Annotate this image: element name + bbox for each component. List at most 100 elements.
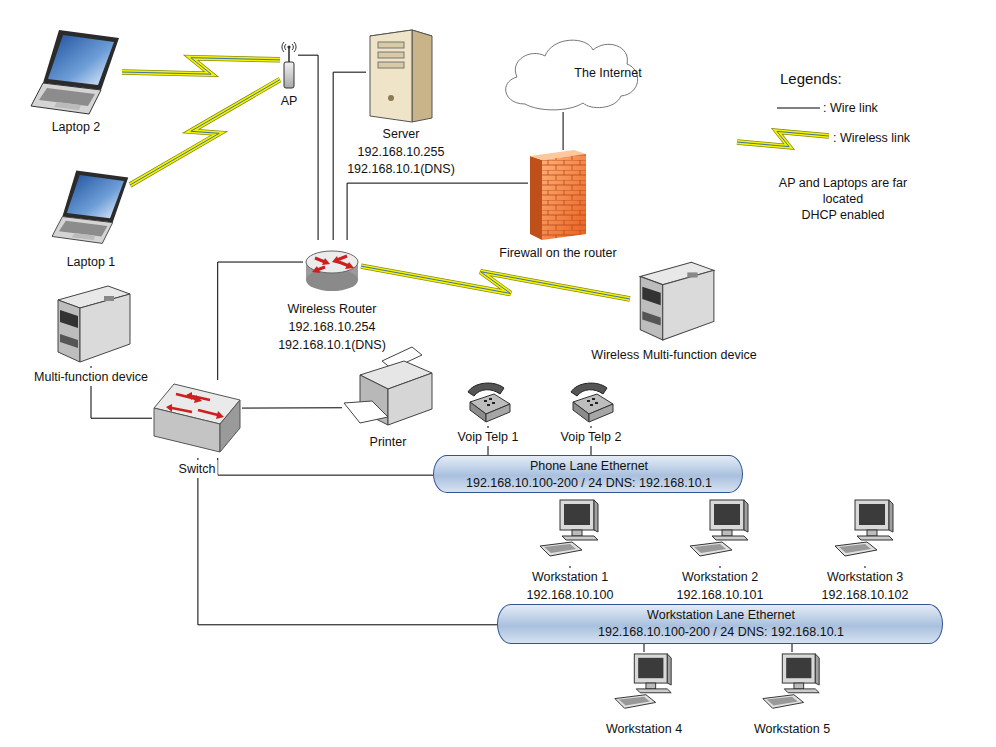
caption: Wireless Multi-function device (589, 346, 758, 364)
address-text: 192.168.10.255 (356, 144, 447, 162)
caption: Workstation 2192.168.10.101 (675, 568, 766, 604)
device-name: Wireless Router (286, 300, 379, 318)
caption: Voip Telp 2 (559, 428, 624, 446)
mfd-icon (58, 286, 130, 362)
device-name: Server (381, 126, 422, 144)
access-point-icon (282, 42, 296, 88)
address-text: 192.168.10.100-200 / 24 DNS: 192.168.10.… (466, 475, 712, 492)
caption: Laptop 2 (50, 118, 103, 136)
address-text: 192.168.10.1(DNS) (276, 336, 388, 354)
caption: AP (279, 92, 300, 110)
legend-title: Legends: (780, 71, 842, 87)
multi-function-device: Wireless Multi-function device (630, 254, 718, 344)
phone-icon (571, 383, 613, 422)
workstation: Workstation 5 (760, 652, 824, 718)
address-text: 192.168.10.100 (525, 586, 616, 604)
workstation-icon (540, 500, 598, 556)
wire-path (298, 55, 318, 240)
ethernet-bus: Workstation Lane Ethernet192.168.10.100-… (497, 604, 943, 644)
caption: Workstation 1192.168.10.100 (525, 568, 616, 604)
wireless-router: Wireless Router192.168.10.254192.168.10.… (303, 240, 361, 298)
laptop-icon (31, 30, 119, 114)
caption: Workstation 3192.168.10.102 (820, 568, 911, 604)
multi-function-device: Multi-function device (48, 278, 134, 366)
address-text: 192.168.10.101 (675, 586, 766, 604)
switch-icon (154, 384, 240, 452)
device-name: AP (279, 92, 300, 110)
wireless-link-outline (361, 266, 630, 299)
server-icon (370, 30, 432, 122)
wire-path (792, 644, 793, 652)
mfd-icon (640, 262, 714, 340)
device-name: Firewall on the router (497, 244, 618, 262)
wireless-link (130, 80, 280, 185)
caption: Server192.168.10.255192.168.10.1(DNS) (345, 126, 457, 179)
laptop: Laptop 1 (52, 163, 130, 251)
wireless-link-core (122, 58, 280, 74)
printer: Printer (342, 345, 434, 431)
legend-samples (737, 108, 829, 147)
address-text: 192.168.10.254 (287, 318, 378, 336)
workstation-icon (615, 654, 671, 708)
device-name: Workstation Lane Ethernet (598, 607, 844, 624)
laptop-icon (52, 171, 128, 244)
wire-link (347, 183, 528, 240)
device-name: Laptop 1 (65, 253, 118, 271)
server: Server192.168.10.255192.168.10.1(DNS) (366, 28, 436, 124)
wireless-link-core (130, 80, 280, 185)
device-name: Switch (177, 460, 218, 478)
wire-path (644, 644, 645, 652)
workstation-icon (835, 500, 893, 556)
device-name: Workstation 5 (752, 720, 832, 738)
wireless-link-fill (122, 58, 280, 74)
caption: Printer (368, 433, 409, 451)
address-text: 192.168.10.100-200 / 24 DNS: 192.168.10.… (598, 624, 844, 641)
note: AP and Laptops are far located (768, 175, 918, 207)
ethernet-bus: Phone Lane Ethernet192.168.10.100-200 / … (433, 455, 743, 493)
wire-link (792, 644, 793, 652)
wire-path (242, 407, 342, 408)
caption: Laptop 1 (65, 253, 118, 271)
device-name: Multi-function device (32, 368, 150, 386)
voip-phone: Voip Telp 1 (464, 378, 512, 426)
voip-phone: Voip Telp 2 (567, 378, 615, 426)
caption: Multi-function device (32, 368, 150, 386)
legend-text: : Wire link (823, 100, 878, 116)
caption: Switch (177, 460, 218, 478)
internet-cloud: The Internet (495, 32, 643, 112)
device-name: The Internet (574, 64, 641, 82)
wire-sample (777, 108, 820, 109)
caption: Phone Lane Ethernet192.168.10.100-200 / … (466, 458, 712, 491)
wire-link (644, 644, 645, 652)
address-text: 192.168.10.1(DNS) (345, 161, 457, 179)
legend-text: : Wireless link (833, 130, 910, 146)
device-name: Workstation 3 (825, 568, 905, 586)
device-name: Voip Telp 2 (559, 428, 624, 446)
wireless-link-outline (737, 131, 829, 146)
device-name: Laptop 2 (50, 118, 103, 136)
caption: Workstation 4 (604, 720, 684, 738)
address-text: 192.168.10.102 (820, 586, 911, 604)
firewall: Firewall on the router (528, 150, 588, 242)
wire-link (218, 458, 433, 475)
wireless-link-fill (361, 266, 630, 299)
wireless-link (361, 266, 630, 299)
wireless-link (122, 58, 280, 74)
wire-path (563, 112, 564, 150)
wireless-link-fill (130, 80, 280, 185)
device-name: Voip Telp 1 (456, 428, 521, 446)
wireless-link-fill (737, 131, 829, 146)
device-name: Wireless Multi-function device (589, 346, 758, 364)
router-icon (306, 251, 358, 291)
device-name: Workstation 1 (530, 568, 610, 586)
device-name: Workstation 2 (680, 568, 760, 586)
wire-path (347, 183, 528, 240)
caption: Wireless Router192.168.10.254192.168.10.… (276, 300, 388, 354)
workstation: Workstation 4 (612, 652, 676, 718)
caption: Workstation 5 (752, 720, 832, 738)
caption: Workstation Lane Ethernet192.168.10.100-… (598, 607, 844, 641)
wireless-link-outline (122, 58, 280, 74)
wire-link (298, 55, 318, 240)
caption: Firewall on the router (497, 244, 618, 262)
